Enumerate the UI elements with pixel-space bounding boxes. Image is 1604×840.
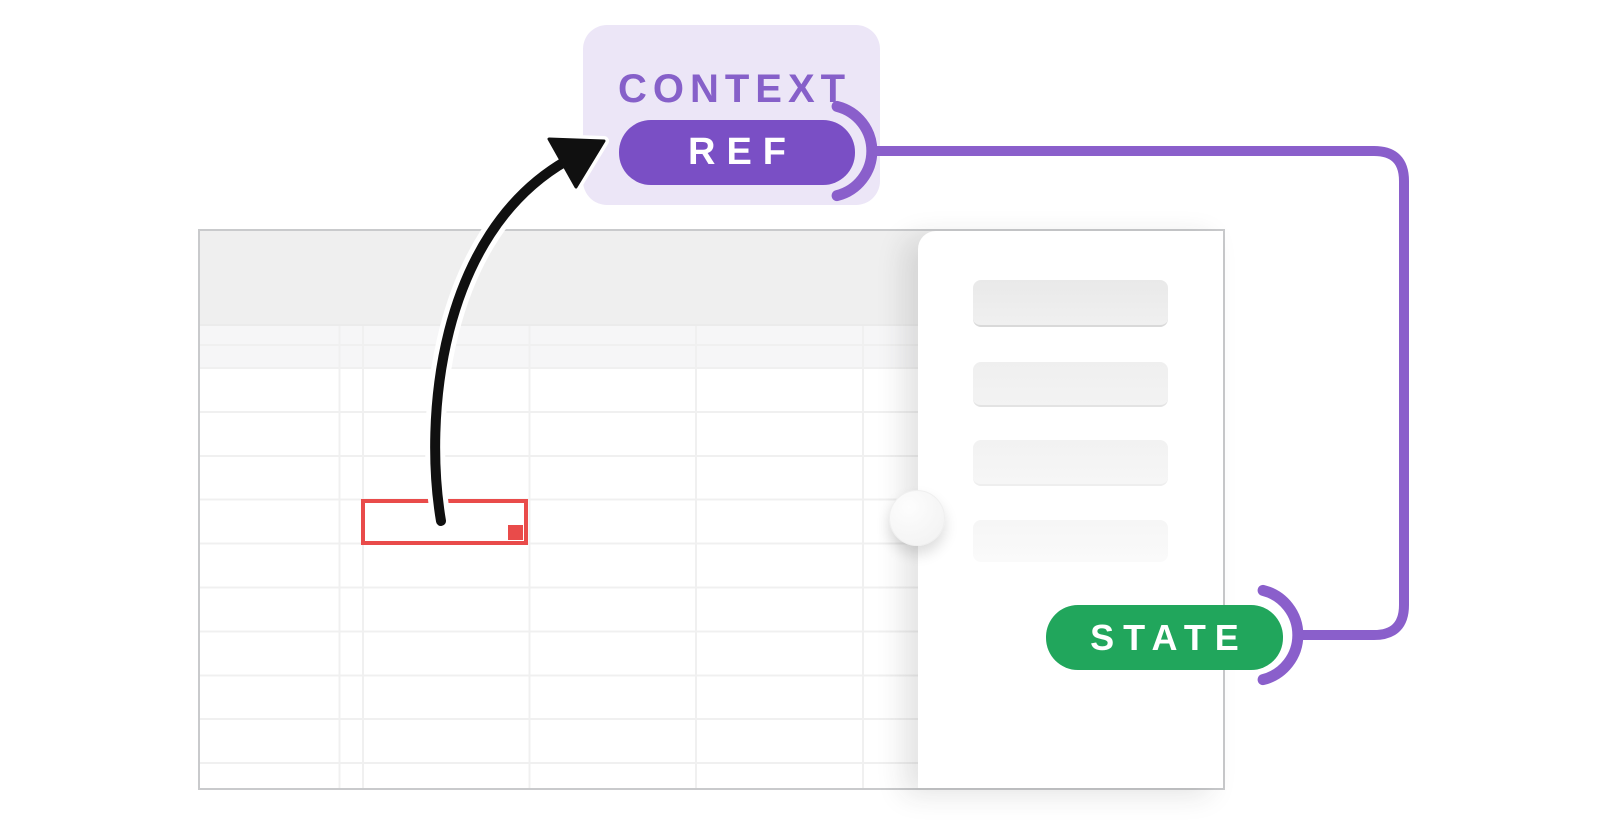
placeholder-bar [973, 520, 1168, 562]
cell-fill-handle[interactable] [508, 525, 523, 540]
side-panel [918, 231, 1223, 788]
ref-badge: REF [619, 120, 855, 185]
placeholder-bar [973, 440, 1168, 486]
placeholder-bar [973, 362, 1168, 407]
placeholder-bar [973, 280, 1168, 327]
selected-cell[interactable] [361, 499, 528, 545]
state-badge: STATE [1046, 605, 1283, 670]
context-label: CONTEXT [617, 67, 852, 111]
panel-drag-handle[interactable] [889, 490, 945, 546]
